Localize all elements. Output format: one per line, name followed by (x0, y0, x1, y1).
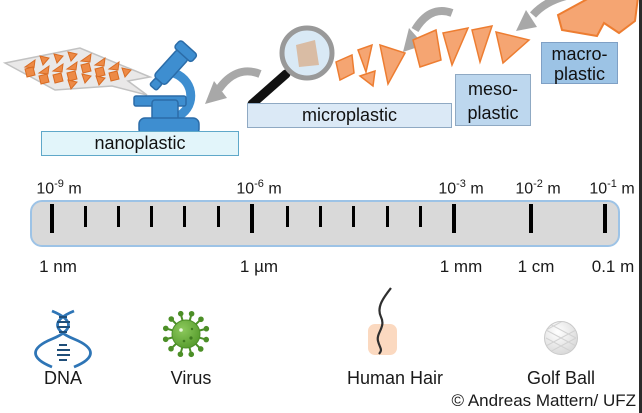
reference-label-human-hair: Human Hair (346, 368, 444, 388)
microplastic-label-box: microplastic (247, 103, 452, 128)
scale-label-10-3: 10-3 m (438, 178, 484, 198)
ruler-tick-major (603, 204, 607, 233)
unit-labels: 1 nm 1 µm 1 mm 1 cm 0.1 m (0, 257, 642, 277)
nanoplastic-sample-sheet (2, 47, 153, 96)
dna-icon (34, 309, 92, 369)
human-hair-icon (368, 287, 397, 355)
ruler-tick-major (529, 204, 533, 233)
scale-label-10-1: 10-1 m (589, 178, 635, 198)
right-edge-border (639, 0, 642, 413)
macroplastic-label-line1: macro- (551, 44, 608, 64)
nanoplastic-label: nanoplastic (94, 133, 186, 153)
mesoplastic-fragments (412, 25, 531, 68)
golf-ball-icon (544, 321, 578, 355)
ruler (30, 200, 620, 247)
ruler-tick-minor (83, 206, 87, 227)
unit-label-1-µm: 1 µm (239, 257, 279, 276)
reference-label-dna: DNA (43, 368, 83, 388)
macroplastic-label-line2: plastic (553, 64, 606, 84)
ruler-tick-minor (182, 206, 186, 227)
macroplastic-label-box: macro- plastic (541, 42, 618, 84)
reference-label-virus: Virus (170, 368, 212, 388)
credit-text: © Andreas Mattern/ UFZ (451, 391, 636, 410)
scale-labels: 10-9 m 10-6 m 10-3 m 10-2 m 10-1 m (0, 179, 642, 199)
microplastic-fragments (335, 43, 407, 88)
golf-ball-texture (545, 322, 577, 354)
arrow-macro-to-meso (516, 0, 567, 31)
scale-label-10-2: 10-2 m (515, 178, 561, 198)
mesoplastic-label-box: meso- plastic (455, 74, 531, 126)
unit-label-1-nm: 1 nm (39, 257, 77, 276)
microscope-icon (133, 40, 200, 136)
ruler-tick-major (250, 204, 254, 233)
microplastic-label: microplastic (301, 105, 398, 125)
nanoplastic-particles (23, 51, 132, 90)
ruler-tick-major (50, 204, 54, 233)
arrow-micro-to-nano (205, 67, 262, 104)
mesoplastic-label-line1: meso- (467, 79, 518, 99)
ruler-tick-minor (285, 206, 289, 227)
reference-labels: DNA Virus Human Hair Golf Ball (0, 368, 642, 388)
ruler-tick-minor (418, 206, 422, 227)
ruler-tick-minor (116, 206, 120, 227)
ruler-tick-major (452, 204, 456, 233)
virus-icon (162, 310, 210, 358)
macroplastic-piece (556, 0, 639, 38)
unit-label-1-mm: 1 mm (439, 257, 483, 276)
ruler-tick-minor (385, 206, 389, 227)
scale-label-10-6: 10-6 m (236, 178, 282, 198)
reference-label-golf-ball: Golf Ball (526, 368, 596, 388)
scale-label-10-9: 10-9 m (36, 178, 82, 198)
unit-label-1-cm: 1 cm (517, 257, 555, 276)
ruler-tick-minor (318, 206, 322, 227)
ruler-tick-minor (351, 206, 355, 227)
dna-rungs (57, 316, 70, 361)
ruler-tick-minor (216, 206, 220, 227)
ruler-tick-minor (149, 206, 153, 227)
mesoplastic-label-line2: plastic (467, 103, 519, 123)
magnifying-glass-icon (247, 25, 335, 109)
nanoplastic-label-box: nanoplastic (41, 131, 239, 156)
virus-spikes (162, 310, 210, 358)
unit-label-0.1-m: 0.1 m (591, 257, 635, 276)
